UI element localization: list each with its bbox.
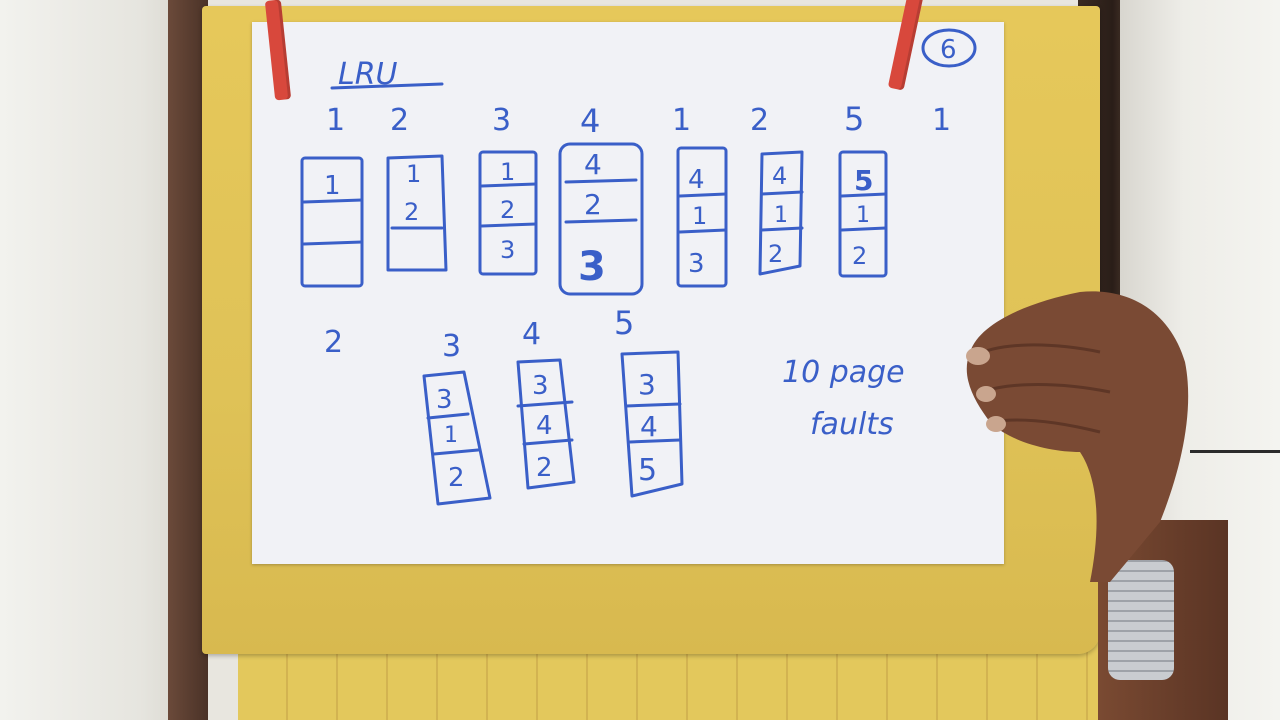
frame-10-slot-2: 4 [640, 410, 658, 443]
frame-7-slot-1: 5 [854, 164, 873, 197]
ref-1: 1 [326, 103, 345, 138]
ref-10: 3 [442, 329, 461, 364]
frame-6-slot-2: 1 [774, 203, 788, 228]
whiteboard-drawing: LRU 6 1 2 3 4 1 2 5 1 1 1 2 [300, 28, 977, 506]
frame-2-slot-1: 1 [406, 160, 421, 188]
frame-column-7: 5 1 2 [838, 150, 888, 278]
frame-3-slot-1: 1 [500, 158, 515, 186]
frame-column-2: 1 2 [386, 154, 448, 272]
frame-10-slot-1: 3 [638, 368, 656, 401]
frame-7-slot-3: 2 [852, 242, 867, 270]
frame-column-6: 4 1 2 [758, 150, 804, 276]
frame-10-slot-3: 5 [638, 453, 657, 488]
reference-string-row2: 2 3 4 5 [324, 304, 634, 364]
ref-4: 4 [580, 102, 600, 140]
ref-2: 2 [390, 103, 409, 138]
page-number-circle [921, 28, 977, 68]
hand [966, 291, 1189, 582]
frame-2-slot-2: 2 [404, 198, 419, 226]
cable [1190, 450, 1280, 453]
frame-5-slot-1: 4 [688, 165, 705, 195]
frame-9-slot-1: 3 [532, 371, 549, 401]
ref-6: 2 [750, 103, 769, 138]
frame-5-slot-2: 1 [692, 202, 707, 230]
frame-3-slot-2: 2 [500, 196, 515, 224]
page-number: 6 [940, 35, 957, 65]
paper-sheet: LRU 6 1 2 3 4 1 2 5 1 1 1 2 [252, 22, 1004, 564]
frame-7-slot-2: 1 [856, 203, 870, 228]
frame-column-8: 3 1 2 [422, 370, 492, 506]
ref-9: 2 [324, 325, 343, 360]
folder-lines [238, 650, 1113, 720]
frame-column-1: 1 [300, 156, 364, 288]
wristwatch [1108, 560, 1174, 680]
frame-4-slot-3: 3 [578, 244, 606, 290]
frame-column-5: 4 1 3 [676, 146, 728, 288]
frame-8-slot-1: 3 [436, 385, 453, 415]
frame-3-slot-3: 3 [500, 236, 515, 264]
title-underline [330, 82, 444, 90]
frame-4-slot-1: 4 [584, 148, 602, 181]
ref-8: 1 [932, 103, 951, 138]
frame-4-slot-2: 2 [584, 188, 602, 221]
frame-column-4: 4 2 3 [558, 142, 644, 296]
page-fault-count-line1: 10 page [782, 355, 905, 390]
wall-left [0, 0, 200, 720]
frame-6-slot-1: 4 [772, 162, 787, 190]
ref-7: 5 [844, 100, 864, 138]
frame-9-slot-3: 2 [536, 453, 553, 483]
page-fault-count-line2: faults [810, 407, 894, 442]
ref-3: 3 [492, 103, 511, 138]
ref-11: 4 [522, 317, 541, 352]
ref-5: 1 [672, 103, 691, 138]
reference-string-row1: 1 2 3 4 1 2 5 1 [326, 100, 951, 140]
frame-1-slot-1: 1 [324, 171, 341, 201]
frame-column-9: 3 4 2 [516, 358, 576, 490]
frame-8-slot-3: 2 [448, 463, 465, 493]
ref-12: 5 [614, 304, 634, 342]
frame-9-slot-2: 4 [536, 411, 553, 441]
door-frame-left [168, 0, 208, 720]
frame-6-slot-3: 2 [768, 240, 783, 268]
frame-column-3: 1 2 3 [478, 150, 538, 276]
frame-8-slot-2: 1 [444, 423, 458, 448]
frame-5-slot-3: 3 [688, 249, 705, 279]
frame-column-10: 3 4 5 [620, 350, 684, 498]
